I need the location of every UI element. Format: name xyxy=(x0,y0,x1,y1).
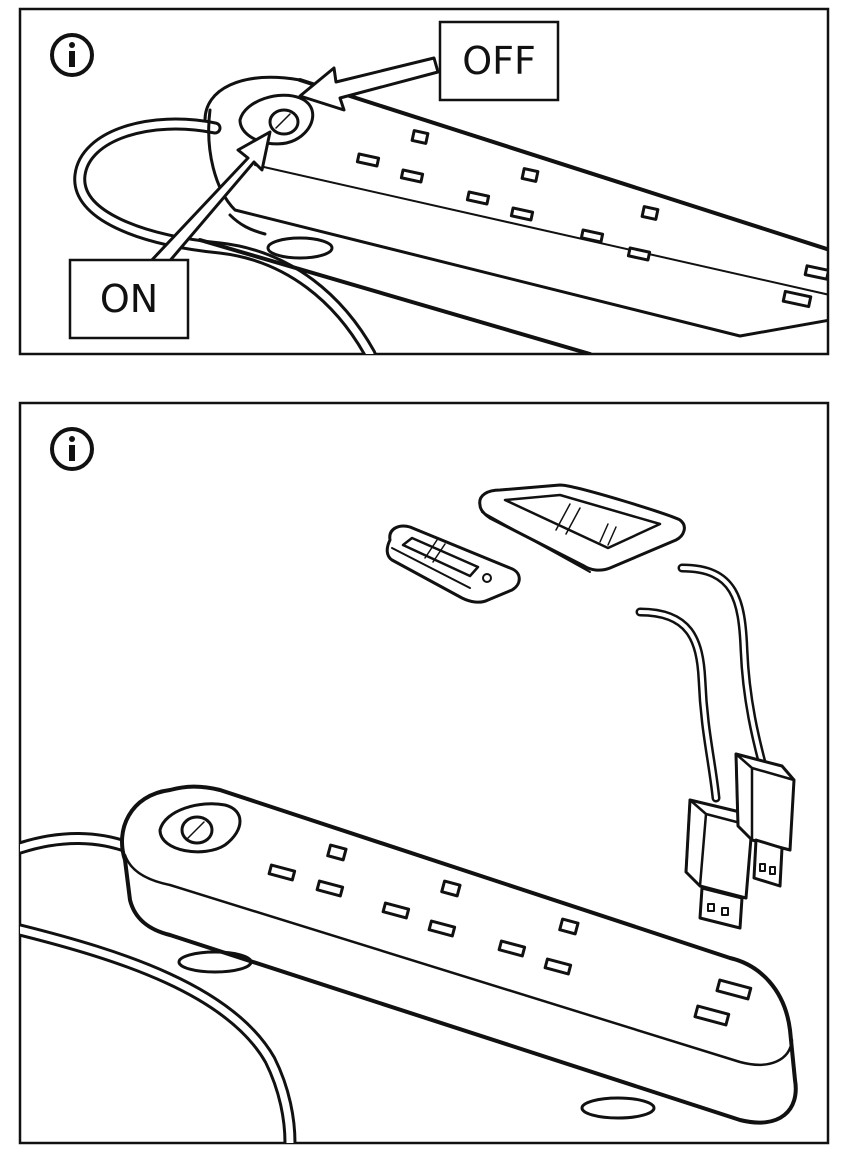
label-on: ON xyxy=(100,277,158,321)
panel-usb-charging xyxy=(20,403,828,1143)
panel-switch-on-off: OFF ON xyxy=(20,9,830,354)
info-icon xyxy=(52,429,92,469)
info-icon xyxy=(52,35,92,75)
label-off: OFF xyxy=(462,39,536,83)
callout-on: ON xyxy=(70,260,188,338)
callout-off: OFF xyxy=(440,22,558,100)
